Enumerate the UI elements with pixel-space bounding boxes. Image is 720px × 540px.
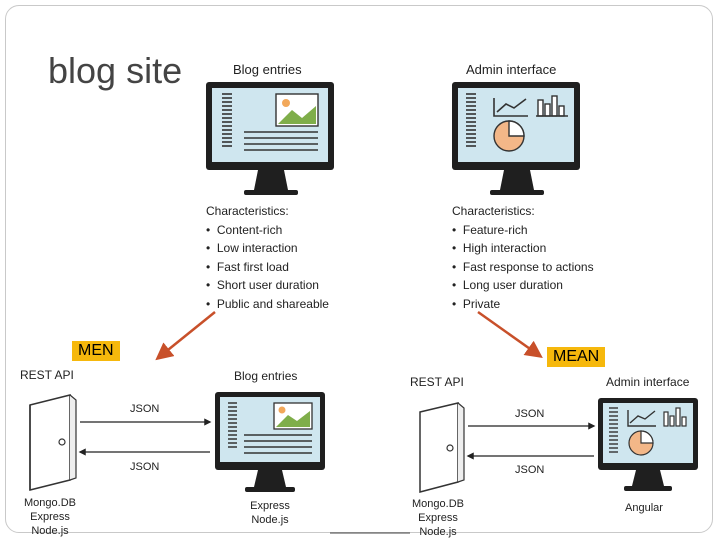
men-server-stack: Mongo.DB Express Node.js — [24, 497, 76, 537]
list-item: • Long user duration — [452, 278, 563, 293]
list-item: • Feature-rich — [452, 222, 528, 237]
admin-monitor — [452, 82, 580, 195]
pie-chart-icon — [493, 120, 525, 152]
line-chart-icon — [493, 98, 528, 117]
characteristics-heading: Characteristics: — [452, 204, 535, 218]
admin-monitor-title: Admin interface — [466, 62, 557, 77]
men-tag: MEN — [72, 341, 120, 361]
slide-title: blog site — [48, 50, 183, 91]
men-rest-api-label: REST API — [20, 368, 74, 382]
image-icon — [275, 93, 319, 127]
admin-characteristics: Characteristics: • Feature-rich • High i… — [452, 202, 594, 314]
text-lines-icon — [222, 93, 232, 147]
list-item: • High interaction — [452, 241, 547, 256]
mean-server-door-icon — [419, 402, 465, 493]
mean-tag: MEAN — [547, 347, 606, 367]
list-item: • Low interaction — [206, 241, 298, 256]
list-item: • Public and shareable — [206, 296, 329, 311]
mean-client-stack: Angular — [625, 502, 663, 514]
bar-chart-icon — [536, 95, 568, 117]
mean-json-top: JSON — [515, 408, 545, 420]
mean-server-stack: Mongo.DB Express Node.js — [412, 498, 464, 538]
list-item: • Short user duration — [206, 278, 319, 293]
list-item: • Content-rich — [206, 222, 283, 237]
list-item: • Fast response to actions — [452, 259, 594, 274]
men-monitor-title: Blog entries — [234, 369, 298, 383]
men-server-door-icon — [29, 394, 77, 491]
mean-monitor-title: Admin interface — [606, 375, 690, 389]
arrow-to-men — [155, 311, 216, 361]
mean-client-monitor — [598, 398, 698, 491]
characteristics-heading: Characteristics: — [206, 204, 289, 218]
blog-monitor — [206, 82, 334, 195]
arrow-to-mean — [477, 310, 543, 359]
men-json-bottom: JSON — [130, 461, 160, 473]
mean-json-bottom: JSON — [515, 464, 545, 476]
men-json-top: JSON — [130, 403, 160, 415]
mean-rest-api-label: REST API — [410, 375, 464, 389]
men-client-monitor — [215, 392, 325, 492]
list-item: • Private — [452, 296, 501, 311]
blog-characteristics: Characteristics: • Content-rich • Low in… — [206, 202, 329, 314]
list-item: • Fast first load — [206, 259, 289, 274]
men-client-stack: Express Node.js — [250, 500, 290, 526]
blog-monitor-title: Blog entries — [233, 62, 302, 77]
